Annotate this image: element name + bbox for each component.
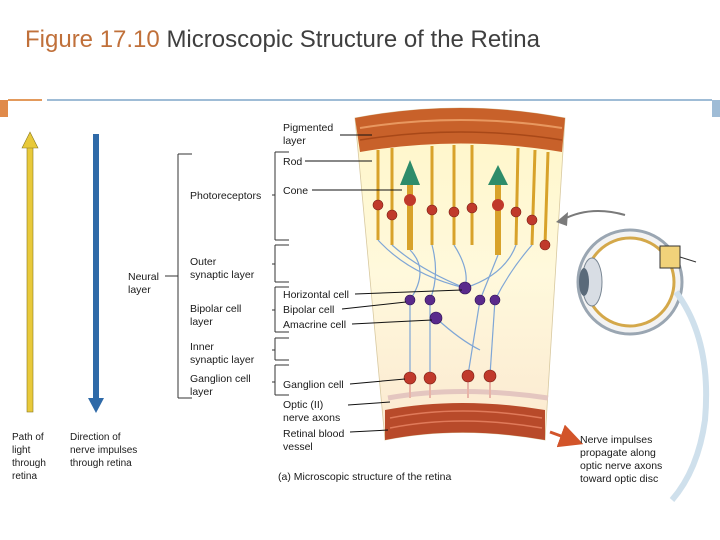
neural-layer-label: Neural layer [128,271,162,296]
horizontal-cell-label: Horizontal cell [283,289,349,301]
path-of-light-label: Path of light through retina [12,432,49,482]
light-path-arrow [21,131,39,413]
photoreceptors-label: Photoreceptors [190,190,261,202]
figure-number: Figure 17.10 [25,26,160,53]
pigmented-layer-label: Pigmented layer [283,122,336,147]
figure-title: Microscopic Structure of the Retina [166,26,540,53]
rod-label: Rod [283,156,302,168]
impulse-direction-arrow [88,134,104,413]
ganglion-layer-label: Ganglion cell layer [190,373,254,398]
ganglion-cell-label: Ganglion cell [283,379,344,391]
figure-caption: (a) Microscopic structure of the retina [278,471,451,483]
optic-nerve-axons-label: Optic (II) nerve axons [283,399,340,424]
impulse-propagation-note: Nerve impulses propagate along optic ner… [580,434,665,485]
impulse-arrow [549,424,584,448]
layer-brackets [165,151,289,399]
cone-cells [400,160,508,255]
bipolar-layer-label: Bipolar cell layer [190,303,244,328]
retinal-blood-vessel-label: Retinal blood vessel [283,428,347,453]
eye-illustration [576,228,710,502]
ganglion-cells [403,369,497,398]
cone-label: Cone [283,185,308,197]
title-rule-accent [8,99,42,101]
title-rule-end-marker [712,100,720,117]
leader-lines [305,134,463,433]
amacrine-cell-label: Amacrine cell [283,319,346,331]
rod-cells [372,145,551,251]
title-rule-marker [0,100,8,117]
title-rule [47,99,712,101]
inner-synaptic-label: Inner synaptic layer [190,341,255,366]
outer-synaptic-label: Outer synaptic layer [190,256,255,281]
impulse-direction-label: Direction of nerve impulses through reti… [70,432,140,469]
interneurons [404,281,501,325]
zoom-arrow [561,210,626,221]
page-title: Figure 17.10 Microscopic Structure of th… [25,26,540,54]
bipolar-cell-label: Bipolar cell [283,304,334,316]
zoom-arrowhead [556,212,568,226]
